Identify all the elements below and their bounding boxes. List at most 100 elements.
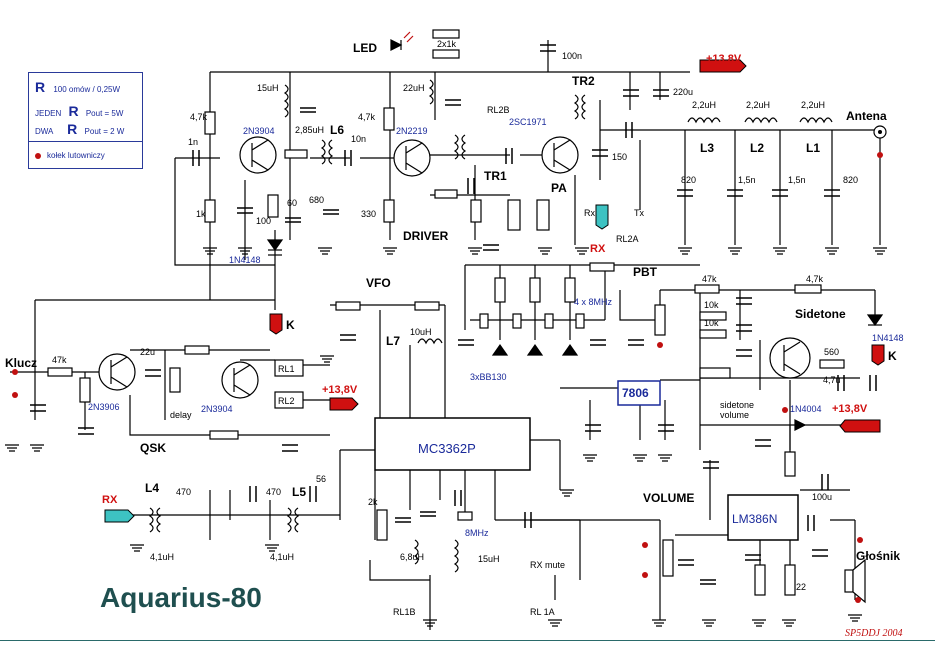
connector-flags — [104, 59, 885, 523]
label-4k7-c: 4,7k — [806, 274, 824, 284]
label-rx-left: RX — [102, 494, 118, 506]
label-vfo: VFO — [366, 276, 391, 290]
label-1n: 1n — [188, 137, 198, 147]
label-285uh: 2,85uH — [295, 125, 324, 135]
label-l4: L4 — [145, 481, 159, 495]
label-pa: PA — [551, 181, 567, 195]
label-q4: 2N3906 — [88, 402, 120, 412]
transistors — [98, 136, 811, 399]
label-driver: DRIVER — [403, 229, 449, 243]
legend-r100-text: 100 omów / 0,25W — [53, 85, 121, 94]
antenna-icon — [873, 125, 887, 139]
label-rl2a-rx: Rx — [584, 208, 595, 218]
label-xtal: 4 x 8MHz — [574, 297, 613, 307]
label-7806: 7806 — [622, 386, 649, 400]
resistors — [47, 29, 845, 596]
label-c820-b: 820 — [843, 175, 858, 185]
speaker-icon — [844, 558, 866, 604]
label-led: LED — [353, 41, 377, 55]
label-tr2: TR2 — [572, 74, 595, 88]
legend-box: R 100 omów / 0,25W JEDEN R Pout = 5W DWA… — [28, 72, 143, 169]
label-l1-uh: 2,2uH — [801, 100, 825, 110]
label-1n4148-a: 1N4148 — [229, 255, 261, 265]
label-l3-uh: 2,2uH — [692, 100, 716, 110]
label-470-b: 470 — [266, 487, 281, 497]
label-330: 330 — [361, 209, 376, 219]
label-l1: L1 — [806, 141, 820, 155]
label-22uh: 22uH — [403, 83, 425, 93]
label-rl2: RL2 — [278, 396, 295, 406]
label-k-right: K — [888, 349, 897, 363]
label-c150: 150 — [612, 152, 627, 162]
ground-symbols — [5, 247, 887, 627]
label-bb130: 3xBB130 — [470, 372, 507, 382]
label-rl2b: RL2B — [487, 105, 510, 115]
label-15uh-b: 15uH — [478, 554, 500, 564]
crystals — [457, 313, 585, 521]
label-138v-top: +13,8V — [706, 53, 742, 65]
label-c680: 680 — [309, 195, 324, 205]
label-41uh-b: 4,1uH — [270, 552, 294, 562]
label-l2: L2 — [750, 141, 764, 155]
legend-jeden-val: Pout = 5W — [85, 109, 124, 118]
legend-separator — [29, 141, 142, 142]
legend-row-pad: kołek lutowniczy — [35, 151, 105, 160]
label-1n4004: 1N4004 — [790, 404, 822, 414]
label-138v-mid: +13,8V — [322, 384, 358, 396]
led-icon — [400, 31, 414, 50]
label-l7: L7 — [386, 334, 400, 348]
label-tr1: TR1 — [484, 169, 507, 183]
label-volume: VOLUME — [643, 491, 694, 505]
label-l6: L6 — [330, 123, 344, 137]
diagram-title: Aquarius-80 — [100, 582, 262, 613]
legend-jeden-label: JEDEN — [35, 109, 62, 118]
label-4k7-a: 4,7k — [190, 112, 208, 122]
legend-r-symbol-1: R — [35, 79, 46, 95]
author-signature: SP5DDJ 2004 — [845, 628, 903, 639]
label-c60: 60 — [287, 198, 297, 208]
relay-coils — [274, 359, 304, 409]
solder-pad-icon — [35, 152, 41, 159]
label-15uh: 15uH — [257, 83, 279, 93]
label-q1: 2N3904 — [243, 126, 275, 136]
label-q3: 2SC1971 — [509, 117, 547, 127]
legend-dwa-label: DWA — [35, 127, 53, 136]
label-q2: 2N2219 — [396, 126, 428, 136]
ic-7806 — [617, 380, 661, 406]
legend-r-symbol-2: R — [68, 103, 79, 119]
label-qsk: QSK — [140, 441, 166, 455]
label-22: 22 — [796, 582, 806, 592]
label-100u: 100u — [812, 492, 832, 502]
inductors — [148, 79, 833, 573]
capacitors — [30, 44, 877, 585]
label-rl1a: RL 1A — [530, 607, 555, 617]
label-c1n5-a: 1,5n — [738, 175, 756, 185]
label-klucz: Klucz — [5, 356, 37, 370]
label-10n-a: 10n — [351, 134, 366, 144]
label-100n-top: 100n — [562, 51, 582, 61]
label-lm386n: LM386N — [732, 512, 777, 526]
diodes — [266, 39, 884, 431]
label-glosnik: Głośnik — [856, 549, 900, 563]
label-100-a: 100 — [256, 216, 271, 226]
label-10k-a: 10k — [704, 300, 719, 310]
label-1k: 1k — [196, 209, 206, 219]
ic-mc3362p — [374, 417, 531, 471]
label-delay: delay — [170, 410, 192, 420]
ic-lm386n — [727, 494, 799, 541]
legend-row-dwa: DWA R Pout = 2 W — [35, 121, 124, 137]
label-pbt: PBT — [633, 265, 658, 279]
label-68uh: 6,8uH — [400, 552, 424, 562]
label-41uh-a: 4,1uH — [150, 552, 174, 562]
label-4u7-a: 4,7u — [823, 375, 841, 385]
label-47k-a: 47k — [702, 274, 717, 284]
solder-pads — [12, 152, 883, 603]
label-c1n5-b: 1,5n — [788, 175, 806, 185]
label-138v-right: +13,8V — [832, 403, 868, 415]
label-47k-klucz: 47k — [52, 355, 67, 365]
legend-row-jeden: JEDEN R Pout = 5W — [35, 103, 123, 119]
label-8mhz: 8MHz — [465, 528, 489, 538]
label-22u: 22u — [140, 347, 155, 357]
label-rx-top: RX — [590, 243, 606, 255]
